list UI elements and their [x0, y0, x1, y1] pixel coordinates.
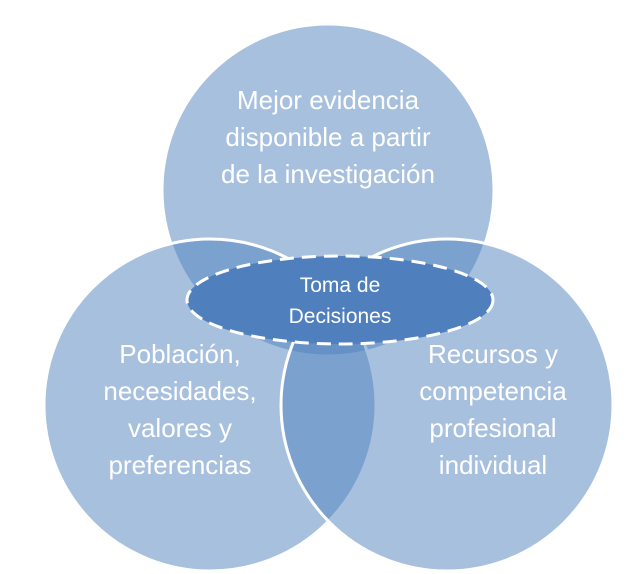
- label-decisions: Toma de Decisiones: [288, 274, 392, 328]
- decision-ellipse: [185, 254, 495, 346]
- label-population: Población, necesidades, valores y prefer…: [103, 339, 257, 480]
- label-evidence: Mejor evidencia disponible a partir de l…: [221, 85, 435, 189]
- label-resources: Recursos y competencia profesional indiv…: [419, 339, 567, 480]
